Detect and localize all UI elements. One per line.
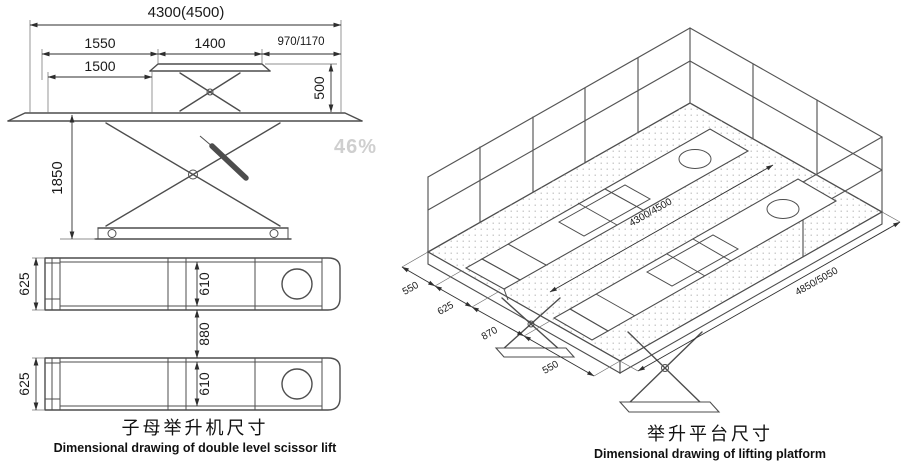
left-caption-english: Dimensional drawing of double level scis… <box>53 441 337 455</box>
dim-label-1500: 1500 <box>84 58 115 74</box>
dim-label-625-top: 625 <box>16 272 32 296</box>
witness-lines <box>29 20 342 240</box>
left-caption-chinese: 子母举升机尺寸 <box>121 418 269 439</box>
dim-label-610-bottom: 610 <box>196 372 212 396</box>
dim-label-total: 4300(4500) <box>148 4 225 21</box>
right-caption-chinese: 举升平台尺寸 <box>647 424 773 445</box>
plan-dimension-lines <box>32 257 200 411</box>
dim-label-870: 870 <box>480 325 500 343</box>
dim-label-1850: 1850 <box>49 161 66 194</box>
lifting-platform-isometric-view: 550 625 870 550 4300/4500 4850/5050 <box>401 27 901 413</box>
scissor-lift-plan-view: 625 610 880 610 625 <box>16 257 341 411</box>
dim-label-550-b: 550 <box>541 359 561 377</box>
dim-label-970: 970/1170 <box>277 36 324 48</box>
right-caption-english: Dimensional drawing of lifting platform <box>594 447 826 461</box>
dim-label-500: 500 <box>311 76 327 100</box>
dim-label-610-top: 610 <box>196 272 212 296</box>
turntable-circle <box>281 368 313 400</box>
dim-label-1400: 1400 <box>194 35 225 51</box>
watermark: 46% <box>334 136 378 158</box>
turntable-circle <box>281 268 313 300</box>
dim-label-625-bottom: 625 <box>16 372 32 396</box>
hydraulic-cylinder <box>209 143 249 181</box>
iso-total-length-dimension <box>619 211 901 372</box>
runway-platform-top <box>44 257 341 311</box>
main-platform <box>7 112 363 122</box>
dim-label-880: 880 <box>196 322 212 346</box>
left-caption: 子母举升机尺寸 Dimensional drawing of double le… <box>0 414 390 455</box>
runway-platform-bottom <box>44 357 341 411</box>
dim-label-550-a: 550 <box>401 280 421 298</box>
dim-label-1550: 1550 <box>84 35 115 51</box>
iso-width-dimensions <box>401 251 621 377</box>
main-scissor <box>105 122 281 227</box>
scissor-lift-side-view: 4300(4500) 1550 1400 970/1170 1500 500 1… <box>7 4 363 240</box>
dimension-lines <box>29 22 342 240</box>
upper-scissor <box>179 72 241 112</box>
base-frame <box>94 227 292 240</box>
upper-platform <box>149 63 271 72</box>
right-caption: 举升平台尺寸 Dimensional drawing of lifting pl… <box>515 420 901 461</box>
dim-label-625: 625 <box>436 300 456 318</box>
